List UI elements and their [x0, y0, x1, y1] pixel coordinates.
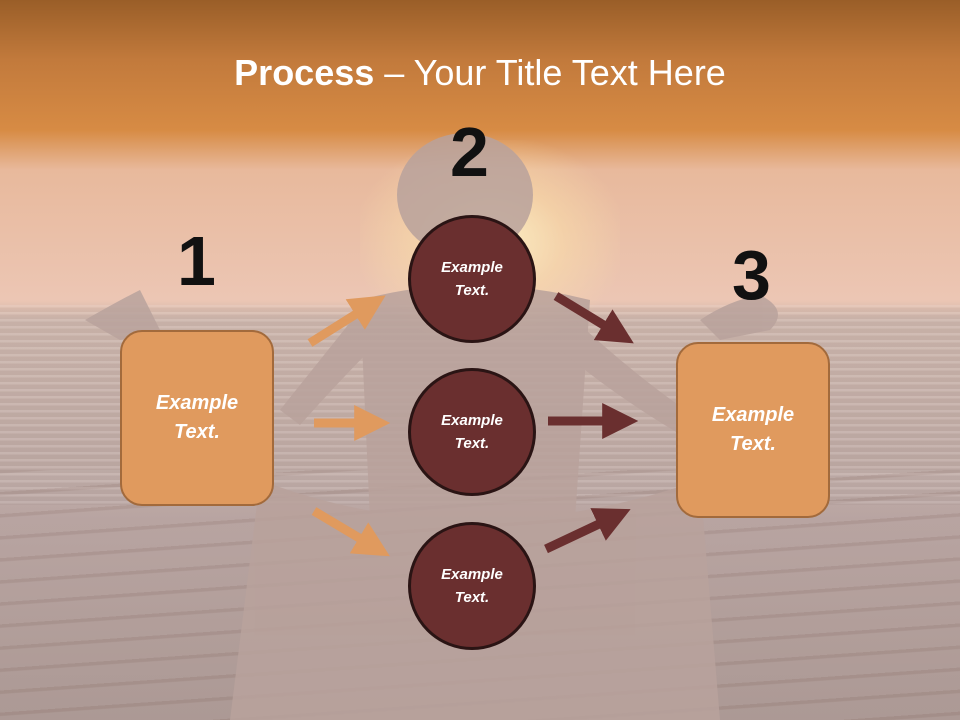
circle-bottom-line1: Example [441, 566, 503, 583]
right-text-box: Example Text. [676, 342, 830, 518]
circle-middle: Example Text. [408, 368, 536, 496]
left-box-line1: Example [155, 392, 239, 414]
step-number-2: 2 [450, 113, 489, 191]
circle-middle-line2: Text. [454, 435, 490, 452]
circle-top: Example Text. [408, 215, 536, 343]
circle-bottom: Example Text. [408, 522, 536, 650]
step-number-1: 1 [177, 222, 216, 300]
right-box-line2: Text. [730, 433, 776, 455]
circle-bottom-line2: Text. [454, 589, 490, 606]
left-box-line2: Text. [174, 421, 220, 443]
left-text-box: Example Text. [120, 330, 274, 506]
arrow-left-to-top [307, 295, 386, 347]
step-number-3: 3 [732, 236, 771, 314]
slide-title: Process – Your Title Text Here [0, 52, 960, 94]
right-box-line1: Example [711, 404, 795, 426]
arrow-bottom-to-right [544, 508, 631, 554]
circle-top-line2: Text. [454, 282, 490, 299]
circle-top-line1: Example [441, 259, 503, 276]
title-rest: – Your Title Text Here [374, 52, 726, 93]
arrow-top-to-right [553, 292, 634, 344]
title-bold: Process [234, 52, 375, 93]
circle-middle-line1: Example [441, 412, 503, 429]
arrow-left-to-bottom [311, 507, 390, 557]
